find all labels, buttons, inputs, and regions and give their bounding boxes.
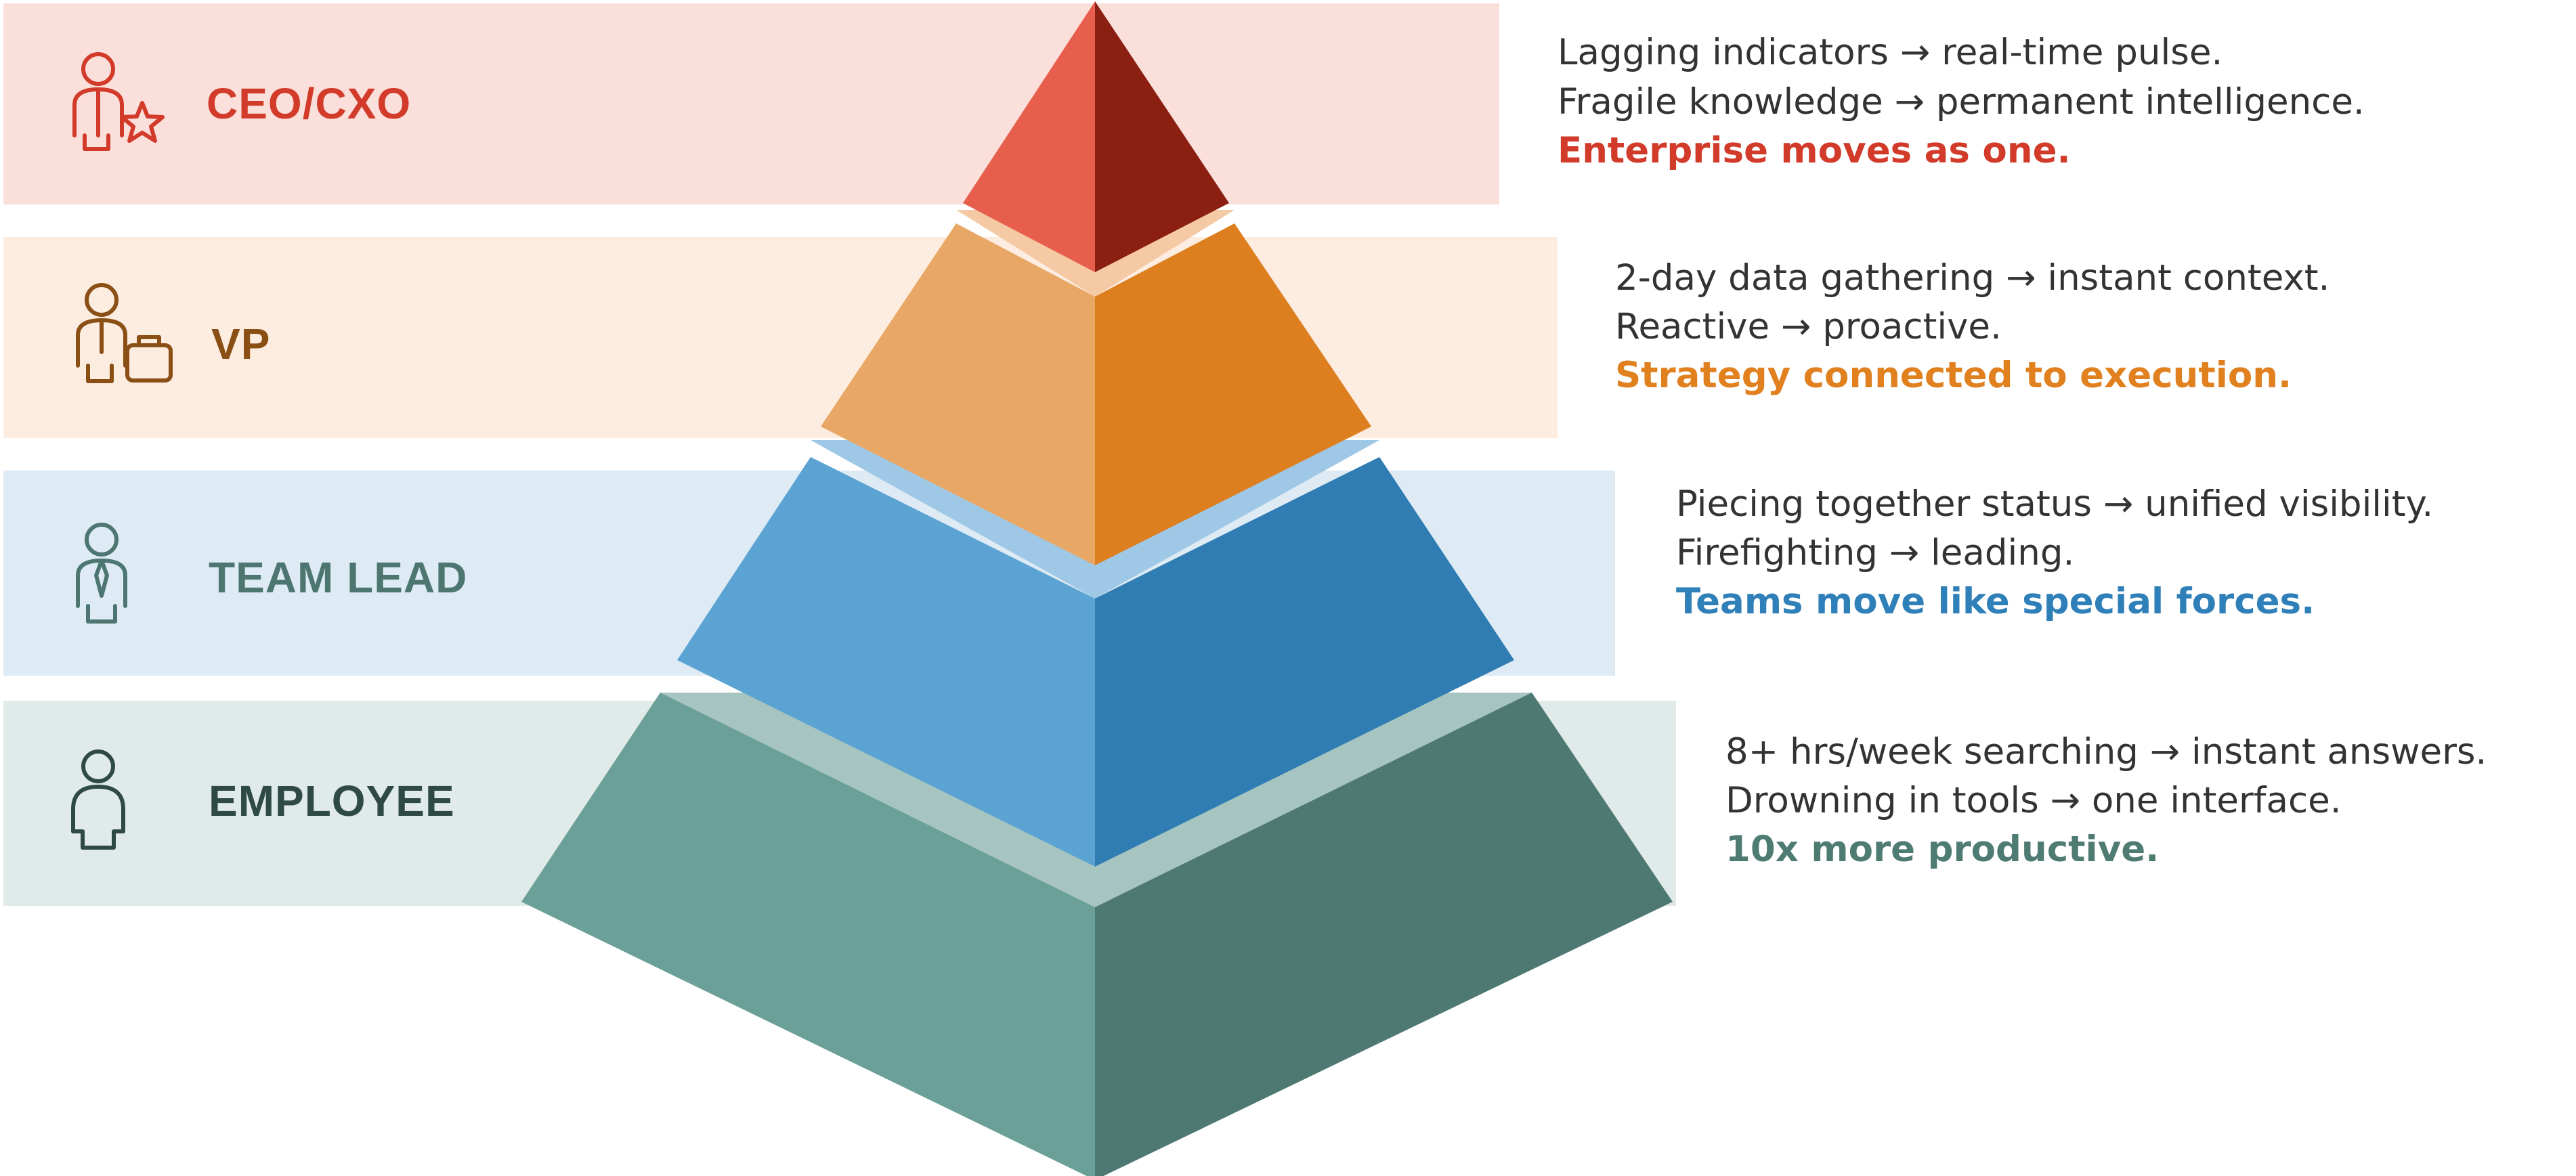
role-label-ceo: CEO/CXO (207, 79, 411, 128)
role-label-employee: EMPLOYEE (209, 777, 455, 825)
vp-line-2: Reactive → proactive. (1615, 306, 2002, 347)
ceo-face-left (963, 1, 1095, 272)
band-ceo (3, 3, 1499, 204)
employee-line-1: 8+ hrs/week searching → instant answers. (1725, 731, 2487, 772)
team-lead-face-left (677, 457, 1095, 867)
employee-emphasis: 10x more productive. (1725, 829, 2159, 870)
employee-face-left (521, 693, 1095, 1176)
employee-face-right (1095, 693, 1673, 1176)
ceo-line-1: Lagging indicators → real-time pulse. (1558, 32, 2223, 73)
ceo-face-right (1095, 1, 1229, 272)
vp-emphasis: Strategy connected to execution. (1615, 355, 2292, 396)
team-lead-emphasis: Teams move like special forces. (1676, 581, 2315, 622)
person-icon (71, 749, 125, 850)
pyramid (521, 1, 1673, 1176)
person-briefcase-icon (76, 283, 173, 383)
role-label-team-lead: TEAM LEAD (209, 553, 467, 602)
vp-face-right (1095, 223, 1371, 565)
person-tie-icon (76, 523, 127, 624)
person-star-icon (72, 52, 165, 151)
team-lead-face-right (1095, 457, 1514, 867)
ceo-emphasis: Enterprise moves as one. (1558, 130, 2071, 171)
employee-line-2: Drowning in tools → one interface. (1725, 780, 2342, 821)
ceo-line-2: Fragile knowledge → permanent intelligen… (1558, 81, 2365, 123)
team-lead-line-1: Piecing together status → unified visibi… (1676, 483, 2433, 525)
vp-line-1: 2-day data gathering → instant context. (1615, 257, 2330, 299)
role-label-vp: VP (211, 320, 270, 368)
team-lead-line-2: Firefighting → leading. (1676, 532, 2074, 573)
vp-face-left (821, 223, 1095, 565)
